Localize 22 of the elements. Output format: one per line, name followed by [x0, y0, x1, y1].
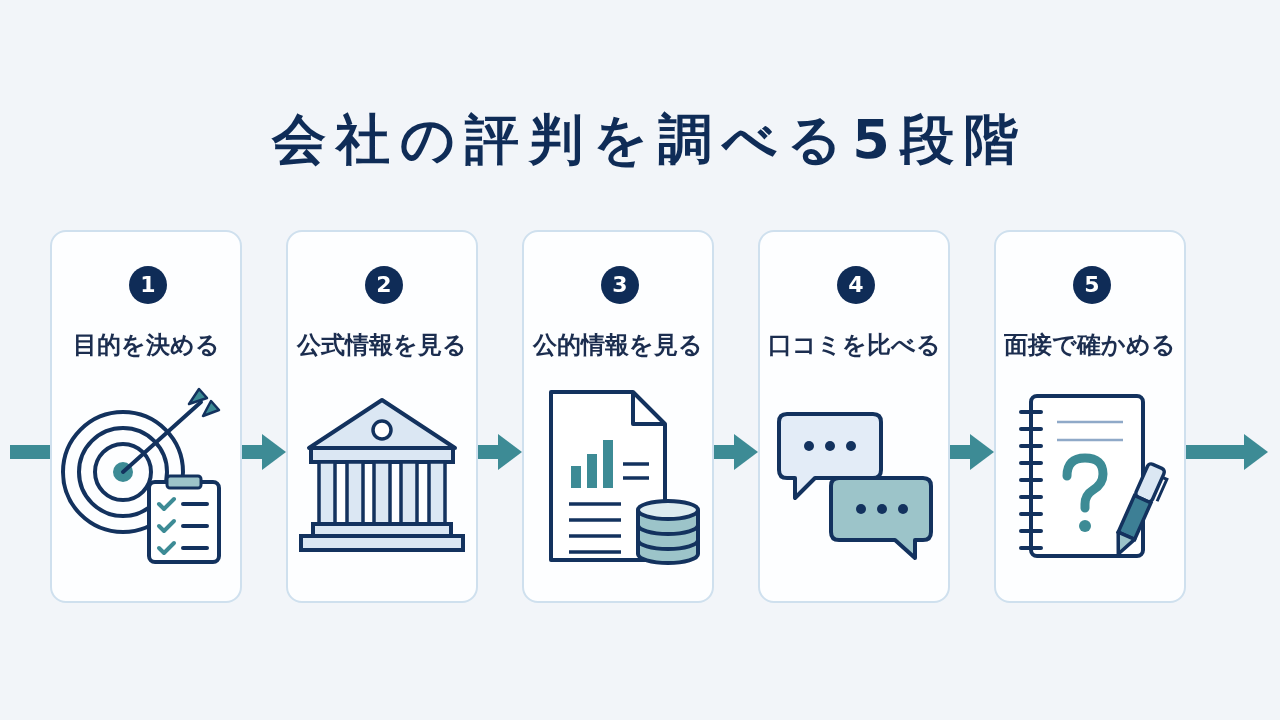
- step-card: [758, 230, 950, 603]
- step-label: 公式情報を見る: [297, 330, 467, 360]
- step-card: [994, 230, 1186, 603]
- step-label: 目的を決める: [72, 330, 220, 360]
- step-label: 口コミを比べる: [767, 330, 941, 360]
- arrow: [714, 434, 758, 470]
- title: 会社の評判を調べる5段階: [272, 107, 1028, 173]
- arrow: [950, 434, 994, 470]
- number-circle: 3: [601, 266, 639, 304]
- arrow: [478, 434, 522, 470]
- number-circle: 2: [365, 266, 403, 304]
- number-circle: 1: [129, 266, 167, 304]
- step-label: 面接で確かめる: [1004, 330, 1176, 360]
- step-card: [50, 230, 242, 603]
- number-circle: 5: [1073, 266, 1111, 304]
- step-label: 公的情報を見る: [533, 330, 703, 360]
- arrow: [242, 434, 286, 470]
- arrow: [1186, 434, 1268, 470]
- step-card: [522, 230, 714, 603]
- step-card: [286, 230, 478, 603]
- number-circle: 4: [837, 266, 875, 304]
- connector-line: [10, 445, 50, 459]
